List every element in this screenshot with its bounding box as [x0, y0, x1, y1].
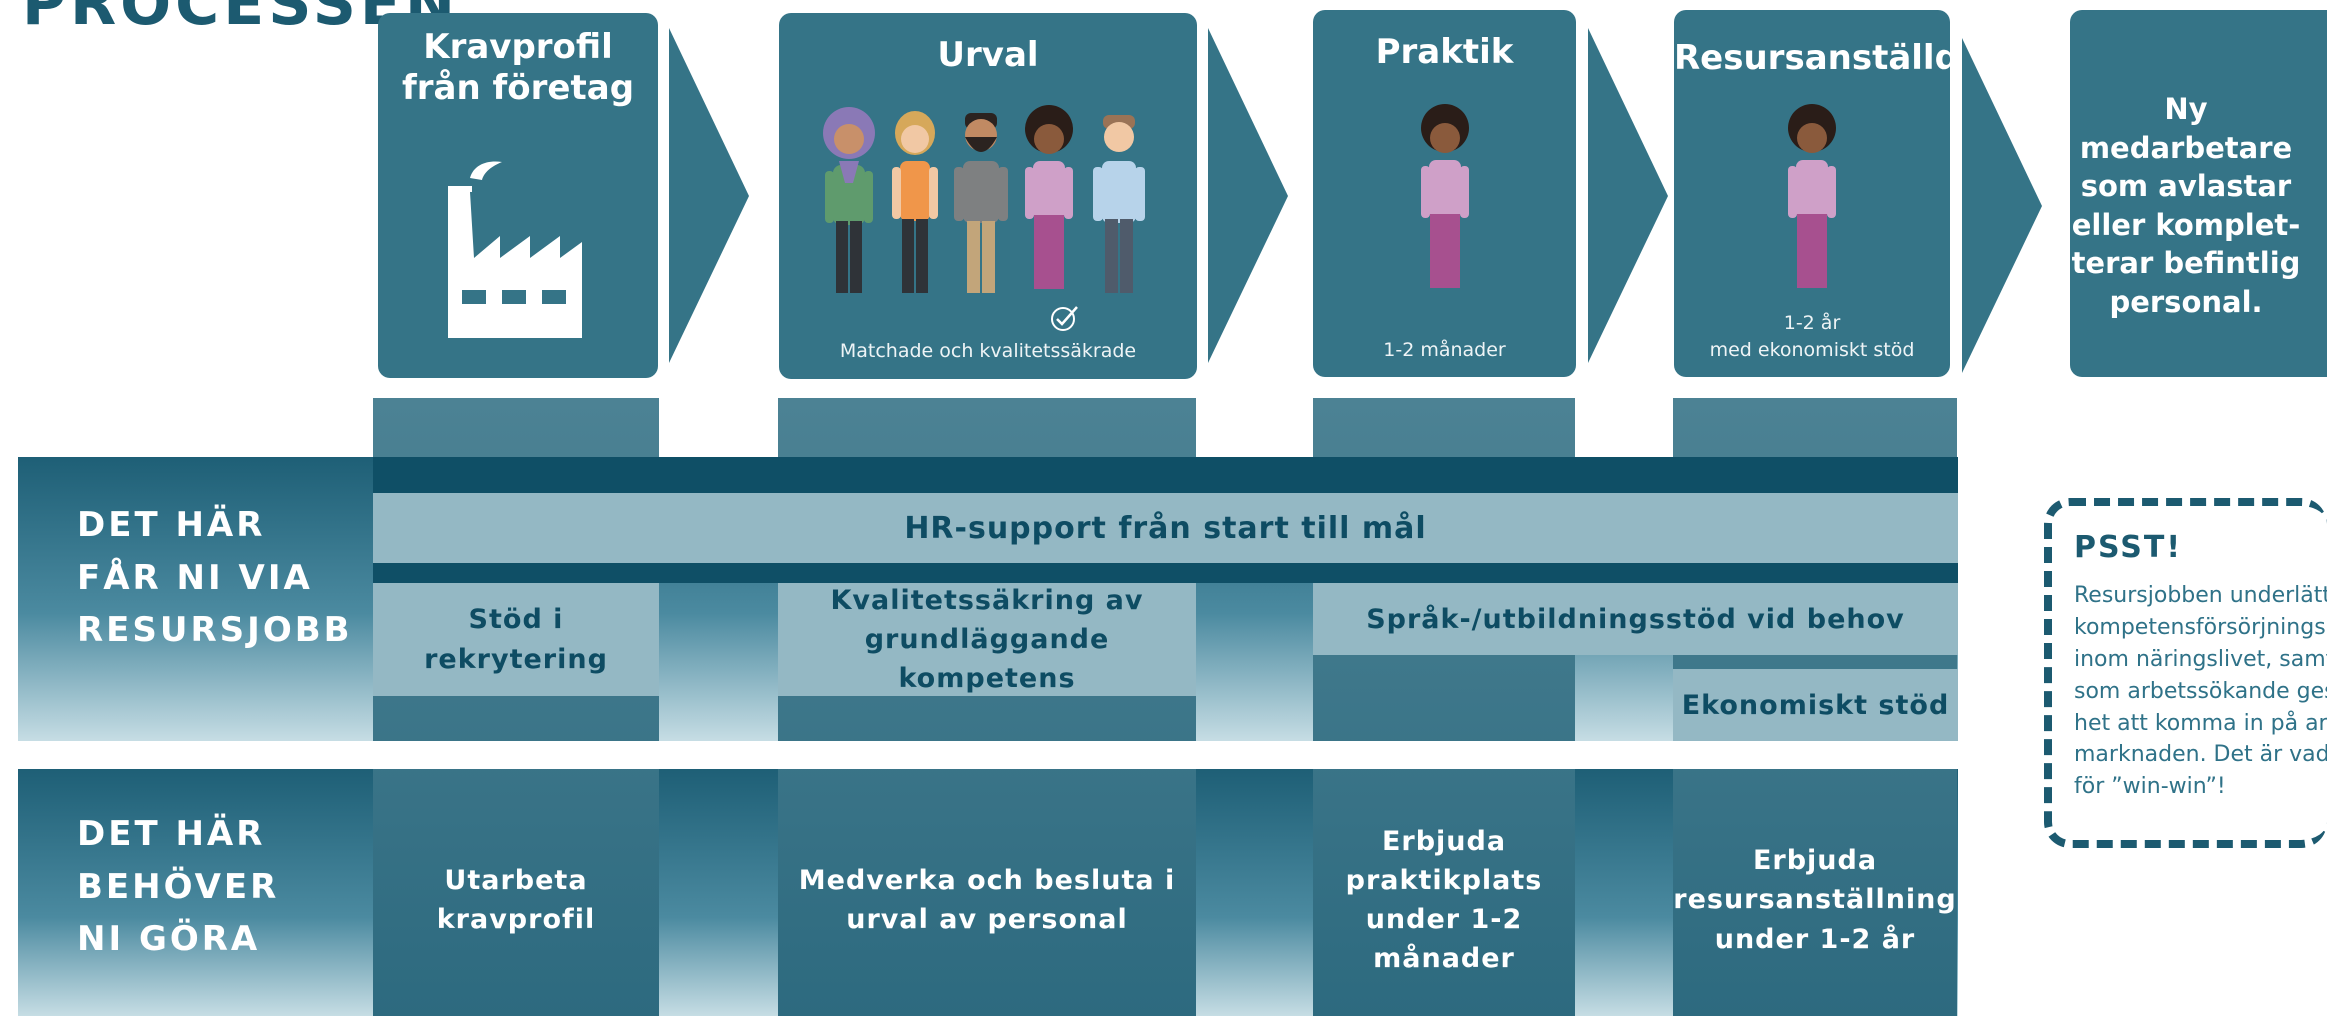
support-ekonomiskt-stod: Ekonomiskt stöd	[1673, 669, 1958, 741]
row-label-line: DET HÄR	[77, 814, 266, 854]
step-title: Resursanställd	[1674, 38, 1959, 78]
row-label-line: BEHÖVER	[77, 866, 280, 907]
result-line: personal.	[2109, 284, 2263, 319]
task-resursanstallning: Erbjuda resursanställning under 1-2 år	[1673, 800, 1957, 1000]
row-separator	[18, 741, 1958, 769]
candidates-group-icon	[823, 105, 1145, 293]
task-line: urval av personal	[846, 904, 1128, 935]
intern-person-icon	[1421, 104, 1469, 288]
arrow-3-icon	[1588, 28, 1668, 363]
support-line: Stöd i	[468, 604, 564, 636]
psst-title: PSST!	[2074, 530, 2182, 565]
step-card-resursanstalld: Resursanställd 1-2 år med ekonomiskt stö…	[1674, 10, 1959, 377]
psst-line: kompetensförsörjnings	[2074, 614, 2326, 640]
row-label-get: DET HÄR FÅR NI VIA RESURSJOBB	[77, 499, 353, 657]
arrow-2-icon	[1208, 28, 1288, 363]
task-line: Utarbeta	[444, 864, 588, 896]
factory-icon	[448, 161, 582, 338]
support-sprak-utbildning: Språk-/utbildningsstöd vid behov	[1313, 583, 1958, 655]
psst-box	[2044, 498, 2327, 848]
result-line: som avlastar	[2080, 169, 2292, 204]
step-caption: Matchade och kvalitetssäkrade	[839, 340, 1137, 362]
psst-line: inom näringslivet, samt	[2074, 646, 2327, 672]
task-line: resursanställning	[1673, 884, 1957, 916]
psst-line: marknaden. Det är vad v	[2074, 742, 2327, 768]
task-urval: Medverka och besluta i urval av personal	[778, 800, 1196, 1000]
arrow-4-icon	[1962, 38, 2042, 373]
support-line: Kvalitetssäkring av	[830, 584, 1144, 616]
psst-line: för ”win-win”!	[2074, 774, 2226, 800]
step-caption-line2: med ekonomiskt stöd	[1709, 338, 1915, 361]
dark-strip-2	[373, 563, 1958, 583]
dark-strip	[373, 457, 1958, 493]
support-kvalitetssakring: Kvalitetssäkring av grundläggande kompet…	[778, 583, 1196, 696]
step-caption: 1-2 månader	[1383, 339, 1506, 361]
support-rekrytering: Stöd i rekrytering	[373, 583, 659, 696]
result-line: eller komplet-	[2071, 207, 2301, 242]
task-line: Erbjuda	[1752, 845, 1878, 877]
step-card-urval: Urval	[779, 13, 1197, 379]
row-label-line: NI GÖRA	[77, 919, 261, 960]
row-label-line: FÅR NI VIA	[77, 557, 313, 598]
psst-text: Resursjobben underlätt kompetensförsörjn…	[2074, 580, 2327, 803]
step-title: Praktik	[1375, 32, 1514, 72]
task-line: praktikplats	[1345, 864, 1543, 896]
psst-line: het att komma in på arb	[2074, 710, 2327, 736]
arrow-1-icon	[669, 28, 749, 363]
psst-line: som arbetssökande ges	[2074, 678, 2327, 704]
step-title-line1: Kravprofil	[423, 27, 613, 67]
task-kravprofil: Utarbeta kravprofil	[373, 800, 659, 1000]
hr-support-bar: HR-support från start till mål	[373, 493, 1958, 563]
step-title: Urval	[937, 35, 1039, 75]
support-line: rekrytering	[424, 643, 608, 675]
psst-line: Resursjobben underlätt	[2074, 583, 2327, 608]
check-circle-icon	[1051, 306, 1078, 331]
row-label-line: DET HÄR	[77, 505, 266, 545]
task-line: Medverka och besluta i	[798, 864, 1176, 896]
row-label-do: DET HÄR BEHÖVER NI GÖRA	[77, 808, 279, 966]
task-line: månader	[1373, 943, 1515, 975]
result-line: Ny medarbetare	[2079, 92, 2293, 165]
task-line: under 1-2 år	[1714, 923, 1916, 955]
support-line: grundläggande kompetens	[864, 623, 1110, 695]
task-line: Erbjuda	[1381, 825, 1507, 857]
employee-person-icon	[1788, 104, 1836, 288]
result-line: terar befintlig	[2071, 246, 2301, 281]
task-line: under 1-2	[1365, 904, 1523, 935]
step-title-line2: från företag	[401, 68, 635, 109]
step-card-praktik: Praktik 1-2 månader	[1313, 10, 1576, 377]
row-label-line: RESURSJOBB	[77, 610, 353, 651]
step-caption-line1: 1-2 år	[1783, 312, 1841, 334]
step-card-result: Ny medarbetare som avlastar eller komple…	[2070, 10, 2327, 377]
step-card-kravprofil: Kravprofil från företag	[378, 13, 658, 378]
task-praktik: Erbjuda praktikplats under 1-2 månader	[1313, 800, 1575, 1000]
task-line: kravprofil	[436, 904, 596, 935]
